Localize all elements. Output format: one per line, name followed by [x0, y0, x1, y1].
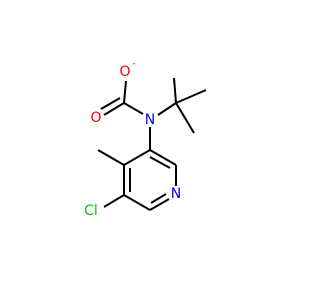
atom-labels: O - O N N Cl: [84, 59, 181, 219]
molecule-structure: O - O N N Cl: [84, 59, 207, 219]
bond-methyl: [97, 149, 125, 166]
bond-c-o-anion: [123, 80, 127, 104]
ring-c6-n1: [149, 198, 170, 211]
ring-c5-c6: [123, 194, 151, 211]
bond-n-tbu: [157, 102, 177, 116]
nitrogen-carbamate-label: N: [145, 112, 155, 128]
chlorine-label: Cl: [84, 203, 98, 219]
bond-cl: [103, 194, 125, 208]
nitrogen-pyridine-label: N: [171, 186, 181, 202]
negative-charge-label: -: [132, 59, 135, 69]
bond-tbu-me3: [175, 102, 195, 134]
oxygen-carbonyl-label: O: [90, 110, 101, 126]
bond-c-o-double-1: [103, 102, 125, 116]
bond-c-o-double-2: [100, 97, 121, 110]
ring-c2-c3: [149, 149, 177, 166]
bond-tbu-me1: [173, 77, 177, 104]
bond-c-n: [123, 102, 144, 115]
oxygen-anion-label: O: [119, 64, 130, 80]
bonds: [97, 77, 207, 211]
ring-c6-n1-inner: [150, 193, 167, 204]
ring-c2-c3-inner: [149, 156, 171, 169]
bond-tbu-me2: [175, 89, 207, 104]
ring-c3-c4: [123, 149, 151, 166]
